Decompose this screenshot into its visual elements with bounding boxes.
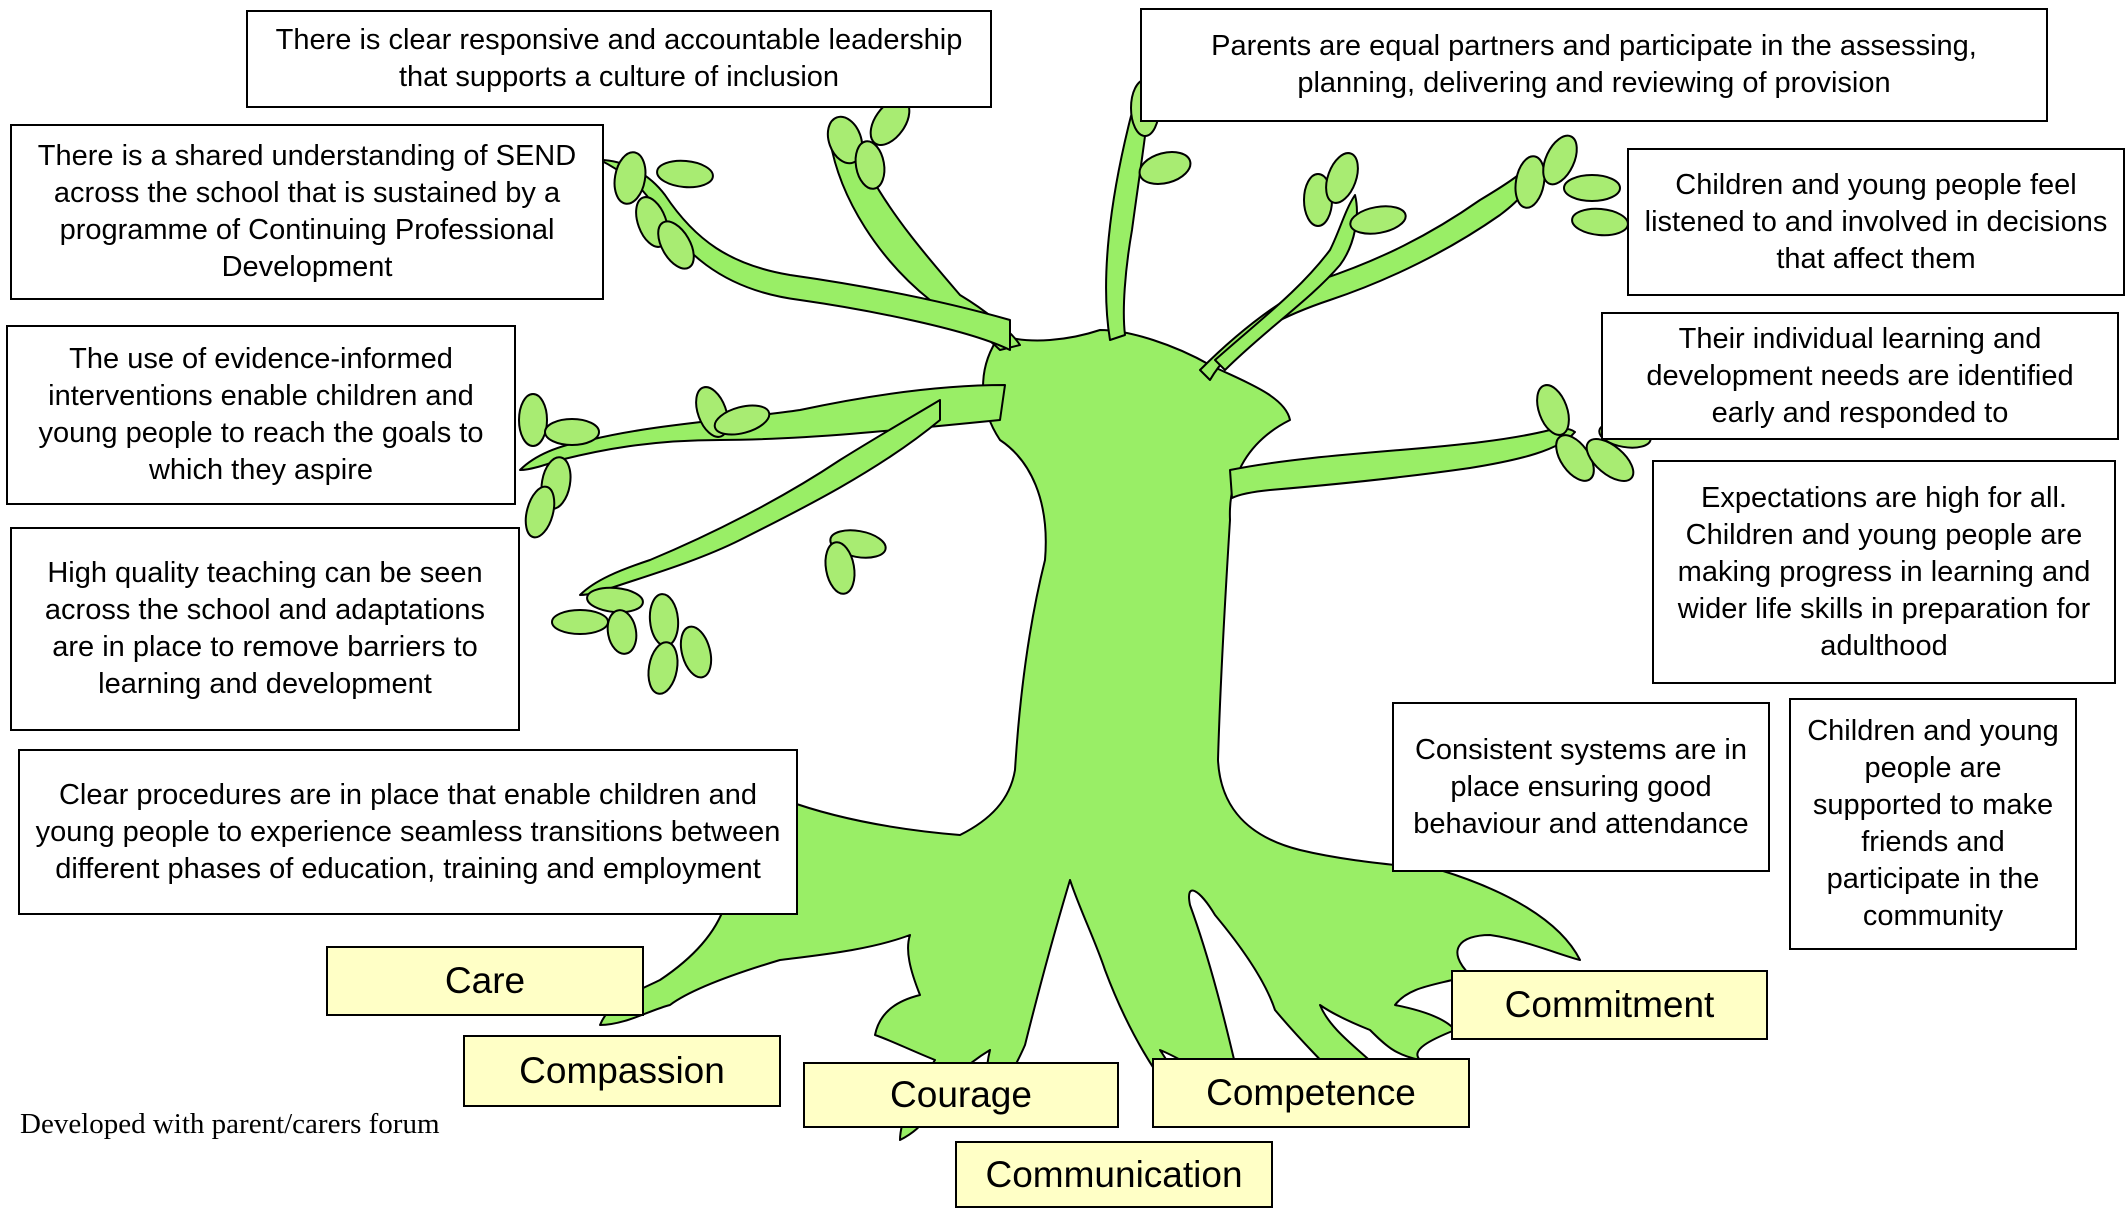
leaf [1138, 151, 1192, 185]
leaf [1563, 174, 1621, 202]
branch-left-middle [519, 384, 1006, 471]
statement-needs: Their individual learning and developmen… [1601, 312, 2119, 440]
value-compassion: Compassion [463, 1035, 781, 1107]
statement-parents: Parents are equal partners and participa… [1140, 8, 2048, 122]
value-communication: Communication [955, 1141, 1273, 1208]
leaf [613, 151, 647, 205]
value-courage: Courage [803, 1062, 1119, 1128]
leaf [1349, 205, 1407, 235]
leaf [524, 485, 556, 539]
statement-friends: Children and young people are supported … [1789, 698, 2077, 950]
leaf [1542, 134, 1578, 186]
leaf [656, 159, 714, 189]
leaf [606, 609, 638, 655]
value-commitment: Commitment [1451, 970, 1768, 1040]
leaf [586, 586, 644, 614]
statement-listened: Children and young people feel listened … [1627, 148, 2125, 296]
leaf [648, 593, 680, 647]
statement-interventions: The use of evidence-informed interventio… [6, 325, 516, 505]
tree-trunk-and-branches [519, 79, 1581, 1141]
leaf [826, 115, 864, 165]
leaf [647, 641, 679, 695]
leaf [713, 404, 771, 436]
statement-teaching: High quality teaching can be seen across… [10, 527, 520, 731]
leaf [1536, 384, 1570, 436]
credit-note: Developed with parent/carers forum [20, 1108, 440, 1140]
leaf [1325, 152, 1359, 204]
leaf [1571, 207, 1629, 237]
leaf [854, 140, 886, 190]
leaf [657, 220, 695, 270]
leaf [824, 541, 856, 595]
statement-expectations: Expectations are high for all. Children … [1652, 460, 2116, 684]
statement-systems: Consistent systems are in place ensuring… [1392, 702, 1770, 872]
branch-left-lower [579, 399, 941, 596]
statement-procedures: Clear procedures are in place that enabl… [18, 749, 798, 915]
branch-right [1229, 427, 1576, 499]
leaf [518, 393, 548, 447]
leaf [551, 609, 609, 635]
tree-leaves [518, 79, 1652, 695]
leaf [1514, 155, 1546, 209]
leaf [679, 625, 713, 679]
statement-send: There is a shared understanding of SEND … [10, 124, 604, 300]
value-care: Care [326, 946, 644, 1016]
branch-far-upper-left [599, 159, 1011, 351]
leaf [1585, 438, 1635, 482]
statement-leadership: There is clear responsive and accountabl… [246, 10, 992, 108]
value-competence: Competence [1152, 1058, 1470, 1128]
branch-upper-right-small [1214, 194, 1358, 371]
leaf [544, 418, 600, 446]
